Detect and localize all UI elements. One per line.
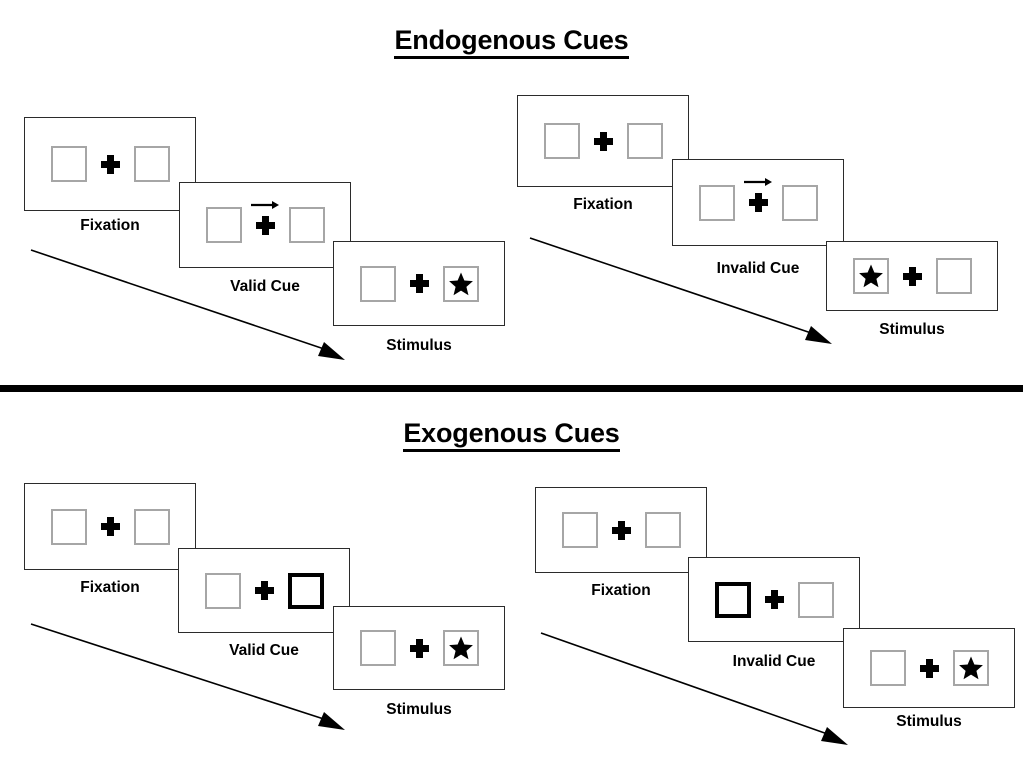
right-target-box (442, 265, 479, 302)
left-placeholder-box (50, 146, 87, 182)
timeline-arrow-exogenous-invalid (540, 632, 848, 745)
section-title-exogenous-text: Exogenous Cues (403, 418, 620, 452)
star-target-icon (448, 272, 473, 295)
star-target-icon (858, 264, 883, 288)
frame-exogenous-valid-cue (178, 548, 350, 633)
timeline-arrow-endogenous-invalid (529, 237, 832, 344)
fixation-cross-icon (611, 520, 631, 540)
right-placeholder-box (781, 184, 818, 221)
caption-exogenous-valid-fixation: Fixation (80, 579, 140, 596)
fixation-cross-icon (254, 581, 274, 600)
fixation-cross-icon (902, 266, 922, 286)
section-divider (0, 385, 1023, 392)
left-placeholder-box (561, 512, 598, 548)
caption-endogenous-invalid-cue: Invalid Cue (716, 260, 800, 277)
fixation-cross-icon (409, 638, 429, 658)
caption-endogenous-invalid-stimulus: Stimulus (879, 321, 945, 338)
caption-exogenous-invalid-stimulus: Stimulus (896, 713, 962, 730)
left-placeholder-box (543, 123, 580, 159)
star-target-icon (448, 636, 473, 660)
right-placeholder-box (935, 258, 972, 294)
right-cued-box (287, 572, 324, 609)
right-placeholder-box (797, 581, 834, 618)
right-target-box (442, 630, 479, 666)
frame-endogenous-valid-fixation (24, 117, 196, 211)
left-placeholder-box (698, 184, 735, 221)
fixation-cross-icon (744, 178, 772, 212)
frame-exogenous-invalid-stimulus (843, 628, 1015, 708)
frame-endogenous-invalid-cue (672, 159, 844, 246)
fixation-cross-icon (100, 154, 120, 174)
caption-endogenous-valid-cue: Valid Cue (230, 278, 300, 295)
caption-exogenous-invalid-fixation: Fixation (591, 582, 651, 599)
right-placeholder-box (626, 123, 663, 159)
left-placeholder-box (205, 207, 242, 243)
frame-endogenous-invalid-stimulus (826, 241, 998, 311)
left-placeholder-box (359, 630, 396, 666)
left-placeholder-box (50, 508, 87, 545)
left-placeholder-box (204, 572, 241, 609)
left-cued-box (714, 581, 751, 618)
frame-exogenous-invalid-cue (688, 557, 860, 642)
caption-exogenous-invalid-cue: Invalid Cue (732, 653, 816, 670)
right-target-box (952, 650, 989, 686)
caption-endogenous-valid-stimulus: Stimulus (386, 337, 452, 354)
star-target-icon (958, 656, 983, 680)
frame-endogenous-invalid-fixation (517, 95, 689, 187)
arrow-right-cue-icon (251, 200, 279, 209)
arrow-right-cue-icon (744, 178, 772, 186)
section-title-endogenous: Endogenous Cues (0, 25, 1023, 59)
caption-exogenous-valid-cue: Valid Cue (229, 642, 299, 659)
frame-exogenous-valid-fixation (24, 483, 196, 570)
right-placeholder-box (288, 207, 325, 243)
left-target-box (852, 258, 889, 294)
frame-exogenous-invalid-fixation (535, 487, 707, 573)
fixation-cross-icon (919, 658, 939, 678)
caption-endogenous-valid-fixation: Fixation (80, 217, 140, 234)
section-title-endogenous-text: Endogenous Cues (394, 25, 629, 59)
right-placeholder-box (133, 146, 170, 182)
right-placeholder-box (133, 508, 170, 545)
timeline-arrow-endogenous-valid (30, 249, 345, 360)
right-placeholder-box (644, 512, 681, 548)
caption-endogenous-invalid-fixation: Fixation (573, 196, 633, 213)
caption-exogenous-valid-stimulus: Stimulus (386, 701, 452, 718)
fixation-cross-icon (764, 590, 784, 609)
section-title-exogenous: Exogenous Cues (0, 418, 1023, 452)
fixation-cross-icon (251, 200, 279, 235)
timeline-arrow-exogenous-valid (30, 623, 345, 730)
left-placeholder-box (869, 650, 906, 686)
fixation-cross-icon (593, 131, 613, 151)
fixation-cross-icon (100, 517, 120, 536)
frame-endogenous-valid-stimulus (333, 241, 505, 326)
left-placeholder-box (359, 265, 396, 302)
frame-endogenous-valid-cue (179, 182, 351, 268)
fixation-cross-icon (409, 274, 429, 293)
frame-exogenous-valid-stimulus (333, 606, 505, 690)
